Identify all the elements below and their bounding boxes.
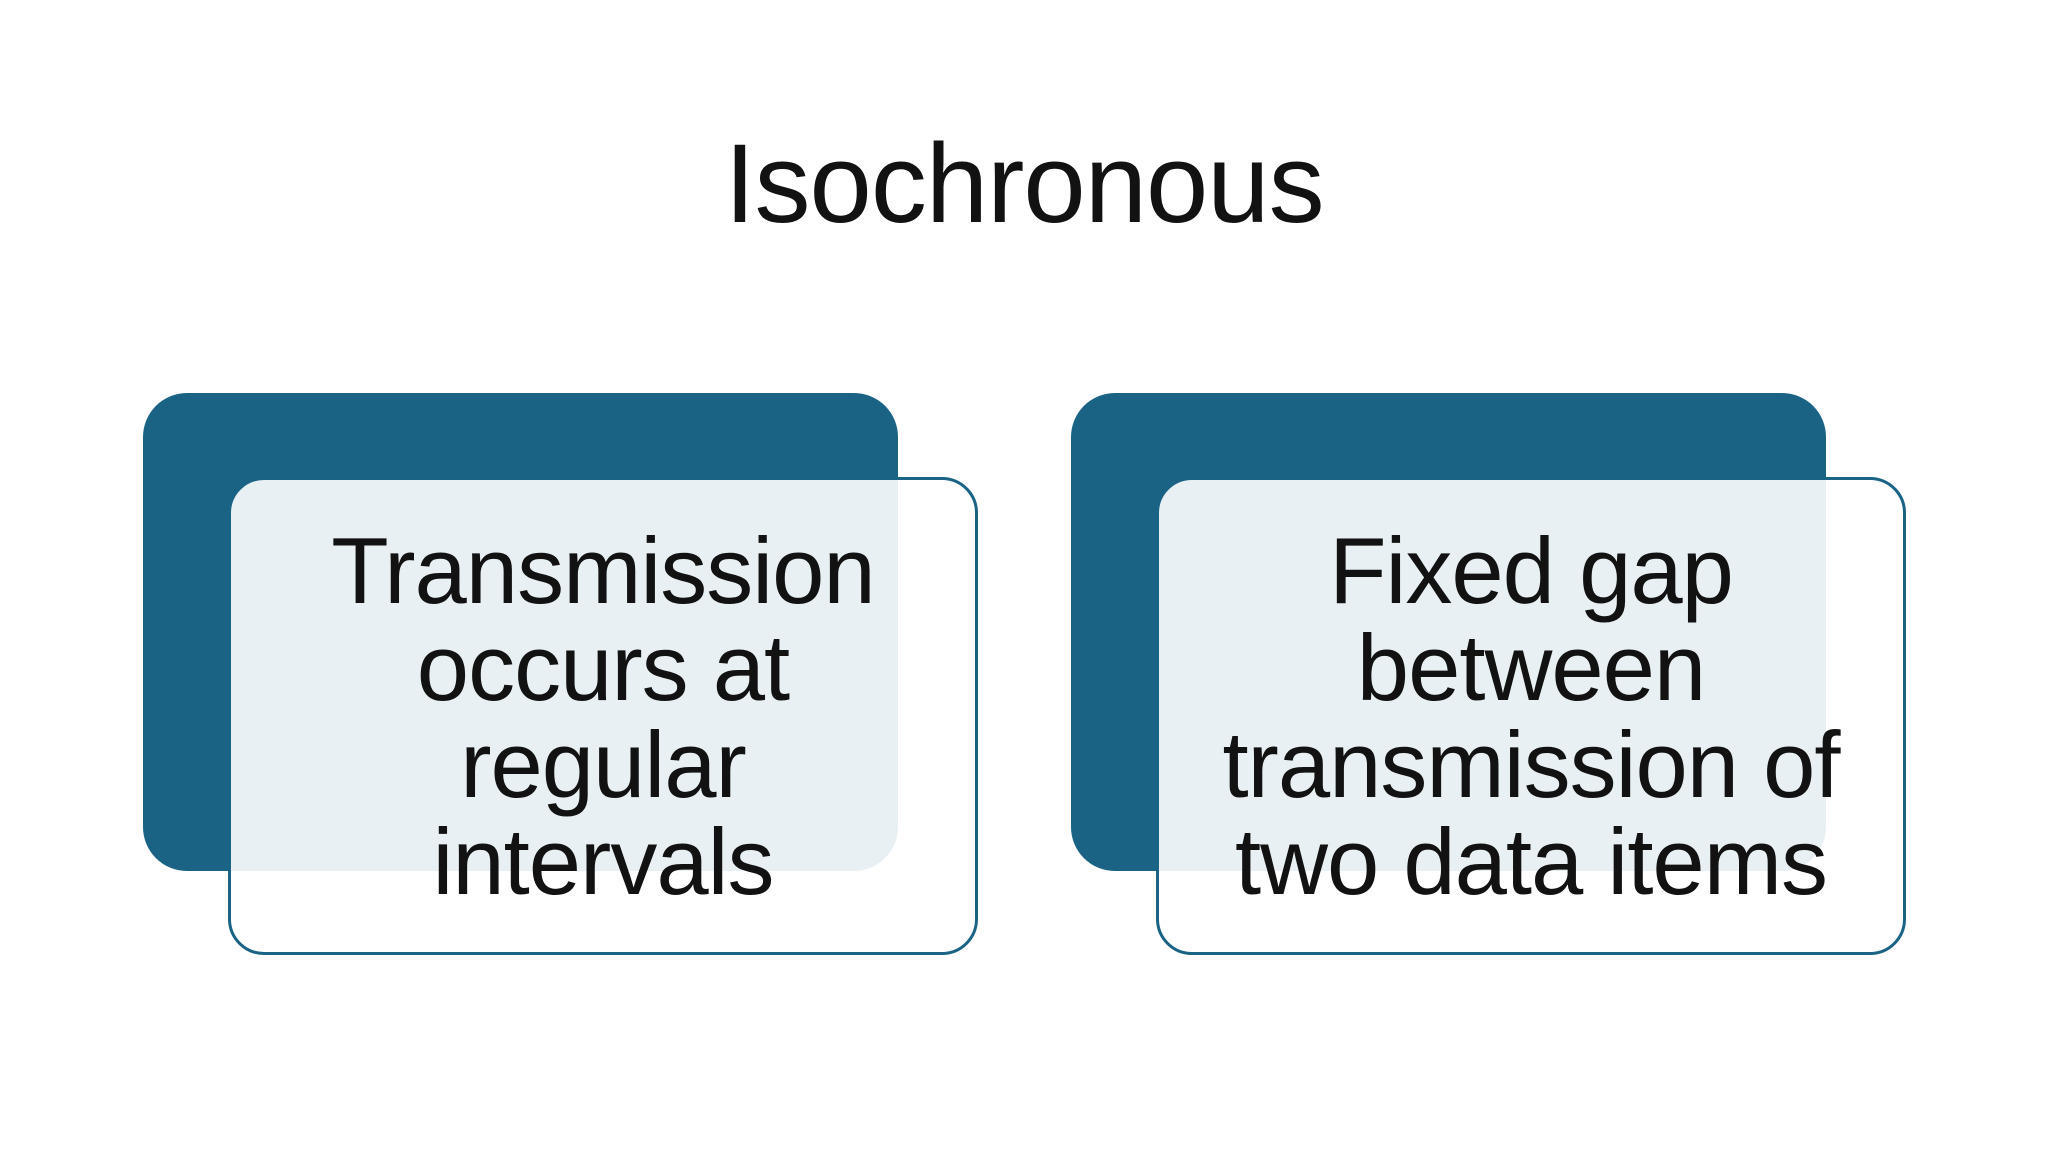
page-title: Isochronous [724,121,1324,246]
card-left-text: Transmission occurs at regular intervals [331,518,875,914]
card-right-text: Fixed gap between transmission of two da… [1222,518,1840,914]
card-left-text-line: intervals [432,809,774,914]
card-right-text-line: two data items [1234,809,1828,914]
card-left-text-line: regular [460,712,747,817]
card-right-text-line: Fixed gap [1329,518,1734,623]
card-right: Fixed gap between transmission of two da… [1071,393,1977,955]
card-right-text-line: between [1356,615,1706,720]
card-left-text-line: Transmission [331,518,875,623]
card-left-text-line: occurs at [416,615,790,720]
card-left: Transmission occurs at regular intervals [143,393,1049,955]
card-right-front-shape: Fixed gap between transmission of two da… [1156,477,1906,955]
card-left-front-shape: Transmission occurs at regular intervals [228,477,978,955]
card-right-text-line: transmission of [1222,712,1840,817]
